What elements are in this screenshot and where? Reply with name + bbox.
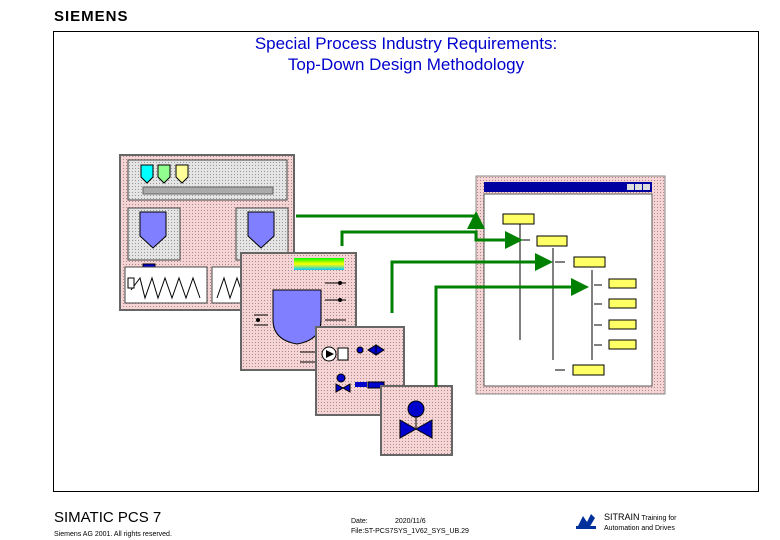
file-value: ST-PCS7SYS_1V62_SYS_UB.29 [364, 528, 469, 535]
silo-icon [140, 164, 154, 184]
date-label: Date: [351, 518, 368, 525]
valve-icon [335, 383, 351, 393]
level-gradient [294, 258, 344, 270]
control-valve-icon [399, 419, 433, 439]
hierarchy-tree-lines [519, 224, 602, 371]
hierarchy-tree-area [483, 193, 653, 387]
training-line-1: Training for [641, 515, 677, 522]
maximize-icon [635, 184, 642, 190]
valve-icon [367, 344, 385, 356]
control-module-panel [380, 385, 453, 456]
siemens-logo: SIEMENS [54, 8, 129, 25]
sitrain-brand: SITRAIN [604, 512, 640, 522]
sitrain-logo-icon [576, 514, 596, 529]
actuator-icon [407, 400, 425, 418]
connector-arrows [296, 211, 589, 387]
window-titlebar [484, 182, 652, 192]
slide-title: Special Process Industry Requirements: T… [53, 33, 759, 75]
title-line-2: Top-Down Design Methodology [287, 55, 525, 74]
slide-info: Date: 2020/11/6 File:ST-PCS7SYS_1V62_SYS_… [351, 517, 469, 537]
slide-frame [53, 31, 759, 492]
file-label: File: [351, 528, 365, 535]
reactor-vessel-icon [272, 289, 322, 345]
date-value: 2020/11/6 [395, 518, 426, 525]
product-name: SIMATIC PCS 7 [54, 509, 162, 526]
close-icon [643, 184, 650, 190]
training-info: SITRAIN Training for Automation and Driv… [604, 512, 677, 534]
silo-icon [157, 164, 171, 184]
heater-coil-icon [130, 276, 201, 300]
vessel-icon [247, 211, 275, 249]
conveyor-icon [142, 186, 274, 195]
copyright-text: Siemens AG 2001. All rights reserved. [54, 531, 172, 538]
training-line-2: Automation and Drives [604, 525, 675, 532]
vessel-icon [139, 211, 167, 249]
hierarchy-window [475, 175, 666, 395]
title-line-1: Special Process Industry Requirements: [254, 34, 558, 53]
hierarchy-blocks [502, 213, 637, 376]
minimize-icon [627, 184, 634, 190]
silo-icon [175, 164, 189, 184]
